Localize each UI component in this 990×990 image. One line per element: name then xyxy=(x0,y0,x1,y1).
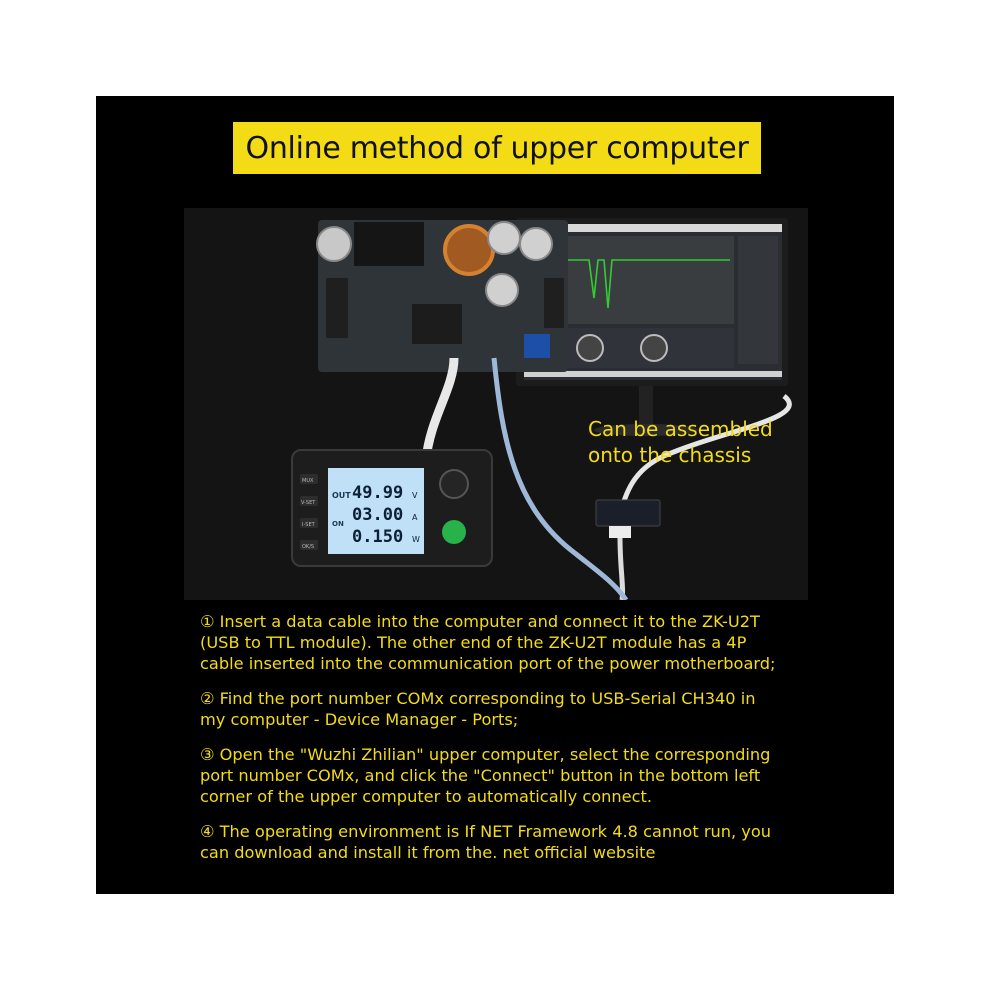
input-terminal-block xyxy=(326,278,348,338)
step-4: ④ The operating environment is If NET Fr… xyxy=(200,822,772,862)
software-title-bar xyxy=(524,224,782,232)
lcd-unit-a: A xyxy=(412,513,418,522)
capacitor-right-1 xyxy=(487,221,521,255)
step-2: ② Find the port number COMx correspondin… xyxy=(200,689,756,729)
control-chip xyxy=(412,304,462,344)
lcd-on-label: ON xyxy=(332,520,344,528)
lcd-current-value: 03.00 xyxy=(352,505,403,525)
vset-button xyxy=(300,496,318,506)
monitor-stand-neck xyxy=(639,386,653,428)
usb-ttl-module xyxy=(595,499,661,527)
product-photo: MUX V-SET I-SET OK/S OUT ON 49.99 03.00 … xyxy=(184,208,808,600)
iset-button xyxy=(300,518,318,528)
software-waveform xyxy=(568,259,730,309)
mux-button-label: MUX xyxy=(302,478,314,484)
instruction-steps: ① Insert a data cable into the computer … xyxy=(200,611,894,877)
chassis-caption: Can be assembled onto the chassis xyxy=(588,416,773,468)
capacitor-left xyxy=(316,226,352,262)
capacitor-right-2 xyxy=(519,227,553,261)
lcd-out-label: OUT xyxy=(332,491,351,500)
oks-button xyxy=(300,540,318,550)
display-ribbon-cable xyxy=(421,357,459,461)
software-graph-area xyxy=(564,236,734,324)
iset-button-label: I-SET xyxy=(302,522,316,528)
product-info-panel: Online method of upper computer xyxy=(96,96,894,894)
usb-ttl-connector xyxy=(609,526,631,538)
chassis-caption-line-1: Can be assembled xyxy=(588,417,773,441)
heatsink xyxy=(354,222,424,266)
software-voltage-knob xyxy=(576,334,604,362)
step-3: ③ Open the "Wuzhi Zhilian" upper compute… xyxy=(200,745,771,806)
step-1: ① Insert a data cable into the computer … xyxy=(200,612,776,673)
lcd-screen xyxy=(328,468,424,554)
inductor-coil xyxy=(443,224,495,276)
output-terminal-block xyxy=(544,278,564,328)
software-current-knob xyxy=(640,334,668,362)
lcd-unit-v: V xyxy=(412,491,418,500)
rotary-encoder-knob xyxy=(439,469,469,499)
mux-button xyxy=(300,474,318,484)
software-status-bar xyxy=(524,371,782,377)
power-button-green xyxy=(442,520,466,544)
chassis-caption-line-2: onto the chassis xyxy=(588,443,752,467)
lcd-voltage-value: 49.99 xyxy=(352,483,403,503)
software-right-panel xyxy=(738,236,778,364)
comm-cable xyxy=(491,357,629,600)
potentiometer xyxy=(524,334,550,358)
lcd-unit-w: W xyxy=(412,535,420,544)
lcd-power-value: 0.150 xyxy=(352,527,403,547)
vset-button-label: V-SET xyxy=(301,500,316,506)
product-illustration: MUX V-SET I-SET OK/S OUT ON 49.99 03.00 … xyxy=(291,218,792,600)
title-banner: Online method of upper computer xyxy=(233,122,761,174)
page-title: Online method of upper computer xyxy=(245,130,749,166)
oks-button-label: OK/S xyxy=(302,544,314,550)
capacitor-right-3 xyxy=(485,273,519,307)
monitor-stand-base xyxy=(594,424,698,436)
